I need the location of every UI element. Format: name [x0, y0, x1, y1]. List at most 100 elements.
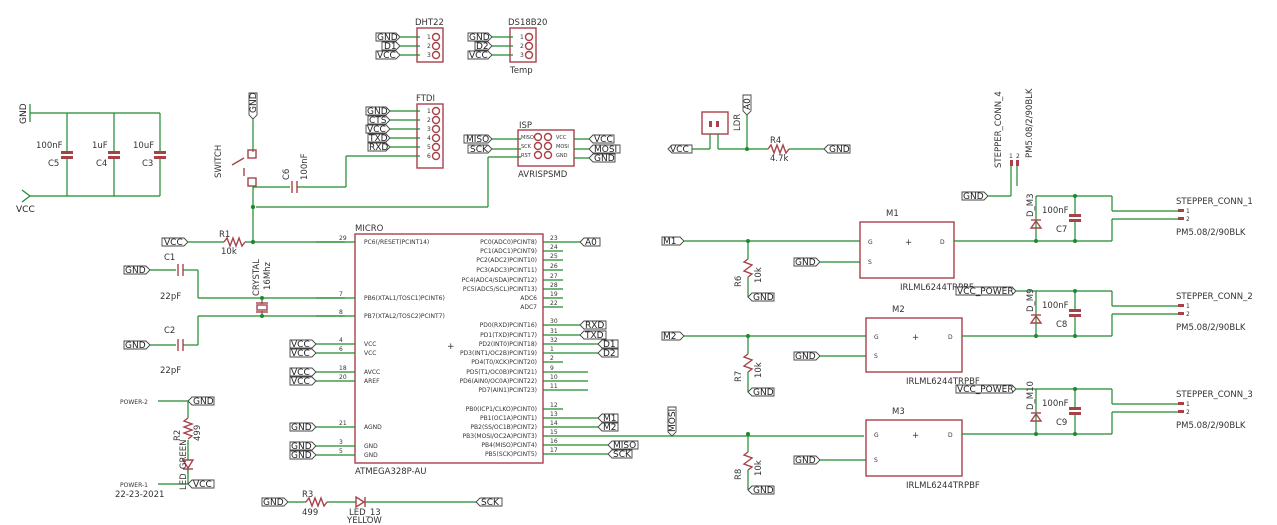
ldr-circuit: LDR VCC A0 GND R4 4.7k [667, 94, 851, 164]
mcu-m1-tag: M1 [603, 414, 617, 424]
conn-pin [1178, 217, 1184, 220]
pulldown-value: 10k [754, 267, 764, 283]
conn-pin-num: 2 [1186, 311, 1190, 318]
source-gnd [793, 351, 821, 361]
isp-vcc-tag: VCC [594, 135, 613, 145]
stepper4-gnd: GND [963, 192, 984, 202]
mosfet-part: IRLML6244TRPBF [906, 481, 980, 491]
mcu-left-tag-text: GND [291, 451, 312, 461]
vcc-power-text: VCC_POWER [957, 287, 1014, 297]
mcu-right-pin-name: PB5(SCK)PCINT5) [485, 451, 537, 458]
pulldown-gnd [747, 387, 775, 397]
cap-value: 100nF [1042, 399, 1069, 409]
stepper-conn-part: PM5.08/2/90BLK [1176, 421, 1246, 431]
mcu-d1-tag: D1 [603, 340, 616, 350]
conn-pin-num: 1 [1186, 303, 1190, 310]
mosfet-ref: M1 [886, 209, 899, 219]
led13-label: LED_13 [349, 508, 381, 518]
isp-sck-tag: SCK [470, 145, 489, 155]
mcu-right-pin-name: PC0(ADC0)PCINT8) [480, 239, 537, 246]
cap-c4: 1uF C4 [92, 113, 120, 196]
c4-ref: C4 [96, 159, 107, 169]
svg-text:1: 1 [427, 34, 431, 41]
dht-gnd: GND [377, 33, 398, 43]
mcu-left-pin-name: AGND [364, 424, 382, 431]
mcu-left-pin-num: 21 [339, 420, 347, 427]
mosfet-part: IRLML6244TRPBF [906, 377, 980, 387]
ftdi-pin [431, 115, 441, 125]
mcu-right-pin-num: 10 [550, 374, 558, 381]
atmega328p-mcu: MICRO ATMEGA328P-AU + 29PC6(/RESET)PCINT… [316, 224, 563, 477]
isp-part: AVRISPSMD [518, 170, 568, 180]
cap-c3: 10uF C3 [133, 113, 166, 196]
switch-gnd: GND [249, 92, 259, 113]
led13-sck: SCK [481, 498, 500, 508]
mcu-left-tag-text: GND [291, 423, 312, 433]
c1-value: 22pF [160, 292, 181, 302]
mosfet-s: S [868, 259, 872, 266]
pulldown-gnd-text: GND [753, 388, 774, 398]
mcu-right-pin-num: 9 [550, 365, 554, 372]
mcu-rxd-tag: RXD [585, 321, 604, 331]
ldr-label: LDR [733, 114, 743, 131]
mcu-right-pin-name: PD5(T1/OC0B)PCINT21) [466, 369, 537, 376]
mcu-left-tag [289, 450, 317, 460]
stepper-conn-part: PM5.08/2/90BLK [1176, 228, 1246, 238]
mosfet-g: G [874, 334, 879, 341]
gnd-label-caps: GND [19, 103, 29, 124]
mosfet-body [865, 419, 963, 477]
mcu-right-pin-num: 12 [550, 402, 558, 409]
mosfet-ref: M3 [892, 407, 905, 417]
mcu-left-tag [289, 339, 317, 349]
mcu-right-pin-num: 25 [550, 253, 558, 260]
crystal-freq: 16Mhz [263, 261, 273, 290]
isp-pin-rst: RST [521, 153, 532, 159]
vcc-label-caps: VCC [16, 205, 35, 215]
conn-pin [1178, 402, 1184, 405]
r4-ref: R4 [770, 136, 781, 146]
cap-ref: C7 [1056, 225, 1067, 235]
isp-pin-mosi: MOSI [556, 144, 569, 150]
mosfet-net-tag [661, 236, 685, 246]
junction [1034, 432, 1038, 436]
power2-label: POWER-2 [120, 399, 148, 406]
isp-pin-vcc: VCC [556, 135, 567, 141]
mosfet-net-text: M2 [663, 332, 677, 342]
conn-pin [1178, 410, 1184, 413]
mcu-left-pin-num: 6 [339, 346, 343, 353]
svg-text:2: 2 [1016, 153, 1020, 160]
mcu-mosi-tag: MOSI [668, 409, 678, 432]
source-gnd-text: GND [795, 258, 816, 268]
c3-ref: C3 [142, 159, 153, 169]
svg-text:+: + [447, 342, 455, 352]
mcu-right-pin-num: 14 [550, 420, 558, 427]
ftdi-pin-num: 3 [427, 126, 431, 133]
isp-pin-sck: SCK [521, 144, 532, 150]
c4-value: 1uF [92, 141, 108, 151]
date-label: 22-23-2021 [115, 490, 164, 500]
junction [1034, 334, 1038, 338]
mcu-right-pin-name: ADC7 [520, 304, 537, 311]
mcu-right-pin-name: PD7(AIN1)PCINT23) [478, 387, 537, 394]
dht22-sensor: DHT22 123 GND D1 VCC [375, 18, 444, 63]
ftdi-pin-num: 6 [427, 153, 431, 160]
led-vcc: VCC [193, 480, 212, 490]
cap-plate [1069, 412, 1081, 415]
mcu-left-tag [289, 367, 317, 377]
mosfet-net-tag [661, 331, 685, 341]
svg-text:3: 3 [520, 52, 524, 59]
stepper-conn-part: PM5.08/2/90BLK [1176, 323, 1246, 333]
conn-pin-num: 2 [1186, 216, 1190, 223]
svg-text:2: 2 [427, 43, 431, 50]
mosfet-net-text: M1 [663, 237, 677, 247]
r3-value: 499 [302, 508, 318, 518]
stepper-conn-label: STEPPER_CONN_2 [1176, 292, 1253, 302]
cap-value: 100nF [1042, 301, 1069, 311]
mcu-right-pin-num: 28 [550, 282, 558, 289]
diode-ref: D_M10 [1026, 381, 1036, 410]
r1-ref: R1 [219, 230, 230, 240]
mcu-left-tag [289, 441, 317, 451]
mcu-left-pin-num: 29 [339, 235, 347, 242]
